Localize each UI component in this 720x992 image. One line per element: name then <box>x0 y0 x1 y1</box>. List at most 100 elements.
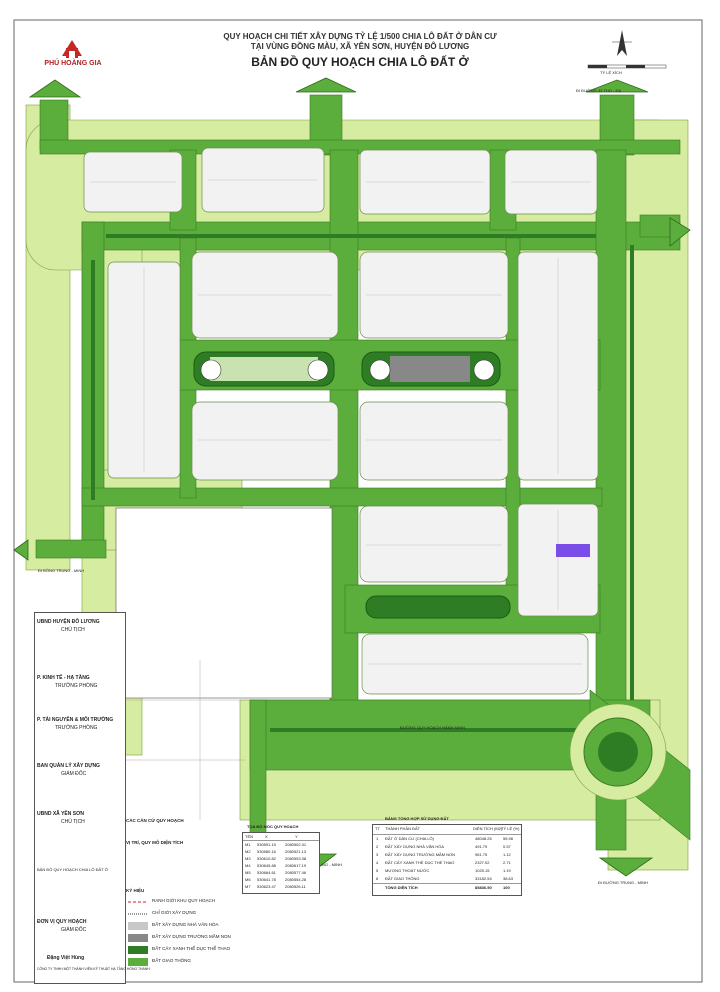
signature-org: BAN QUẢN LÝ XÂY DỰNG <box>37 763 100 769</box>
table-cell: 1025.15 <box>475 868 490 873</box>
table-cell: ĐẤT CÂY XANH THỂ DỤC THỂ THAO <box>385 860 455 865</box>
legend-item: RANH GIỚI KHU QUY HOẠCH <box>152 898 216 903</box>
table-cell: 1.19 <box>503 868 511 873</box>
roundabout <box>569 703 667 801</box>
signature-role: GIÁM ĐỐC <box>61 927 87 933</box>
table-total-percent: 100 <box>503 885 510 890</box>
table-cell: 2080502.31 <box>285 842 307 847</box>
table-cell: 55.98 <box>503 836 514 841</box>
green-parks <box>193 351 511 619</box>
page-border <box>13 19 703 983</box>
table-cell: MƯƠNG THOÁT NƯỚC <box>385 868 430 873</box>
table-cell: 2 <box>376 844 379 849</box>
table-header-cell: THÀNH PHẦN ĐẤT <box>385 826 421 831</box>
map-title: BẢN ĐỒ QUY HOẠCH CHIA LÔ ĐẤT Ở <box>251 55 469 69</box>
signature-org: P. KINH TẾ - HẠ TẦNG <box>37 675 90 681</box>
table-cell: 1.12 <box>503 852 511 857</box>
school-lot <box>115 507 333 699</box>
scale-bar <box>587 64 667 69</box>
signature-org: UBND HUYỆN ĐÔ LƯƠNG <box>37 619 100 625</box>
table-cell: M6 <box>245 877 251 882</box>
table-cell: 2080521.13 <box>285 849 307 854</box>
legend-item: ĐẤT XÂY DỰNG NHÀ VĂN HÓA <box>152 922 219 927</box>
signature-role: GIÁM ĐỐC <box>61 771 87 777</box>
table-cell: M3 <box>245 856 251 861</box>
table-cell: M2 <box>245 849 251 854</box>
table-cell: ĐẤT XÂY DỰNG TRƯỜNG MẦM NON <box>385 852 456 857</box>
title-line-1: QUY HOẠCH CHI TIẾT XÂY DỰNG TỶ LỆ 1/500 … <box>223 32 497 41</box>
table-cell: M1 <box>245 842 251 847</box>
table-cell: ĐẤT XÂY DỰNG NHÀ VĂN HÓA <box>385 844 445 849</box>
table-cell: 530623.47 <box>257 884 276 889</box>
table-cell: 1 <box>376 836 379 841</box>
table-cell: 2080526.11 <box>285 884 306 889</box>
table-header-cell: X <box>265 834 268 839</box>
coordinate-table-title: TỌA ĐỘ MỐC QUY HOẠCH <box>247 824 299 829</box>
signature-org: UBND XÃ YÊN SƠN <box>37 811 84 817</box>
table-cell: 4 <box>376 860 379 865</box>
coordinate-table: TỌA ĐỘ MỐC QUY HOẠCH TÊN X Y M1 530591.1… <box>242 824 320 894</box>
table-cell: ĐẤT GIAO THÔNG <box>385 876 420 881</box>
drawing-name: BẢN ĐỒ QUY HOẠCH CHIA LÔ ĐẤT Ở <box>37 867 109 872</box>
basis-title: CÁC CĂN CỨ QUY HOẠCH <box>126 818 184 823</box>
table-cell: 530641.78 <box>257 877 276 882</box>
table-cell: 38.63 <box>503 876 514 881</box>
road-label: ĐI ĐỒNG TRUNG - MINH <box>38 568 85 573</box>
table-cell: M5 <box>245 870 251 875</box>
map-legend: CÁC CĂN CỨ QUY HOẠCH VỊ TRÍ, QUY MÔ DIỆN… <box>126 816 241 982</box>
table-cell: 5 <box>376 868 379 873</box>
signature-role: CHỦ TỊCH <box>61 819 85 825</box>
table-cell: 530645.88 <box>257 863 276 868</box>
road-arrows <box>13 77 691 877</box>
road-medians <box>91 234 634 732</box>
table-cell: 2327.02 <box>475 860 490 865</box>
table-cell: 33182.54 <box>475 876 492 881</box>
table-cell: 2080554.28 <box>285 877 307 882</box>
table-cell: 48048.25 <box>475 836 492 841</box>
table-header-cell: TỶ LỆ (%) <box>501 826 520 831</box>
table-cell: 491.79 <box>475 844 488 849</box>
table-cell: 2080577.46 <box>285 870 307 875</box>
table-total-area: 85836.50 <box>475 885 492 890</box>
signature-org: P. TÀI NGUYÊN & MÔI TRƯỜNG <box>37 717 114 723</box>
road-label: ĐI ĐƯỜNG 33 THỌ - ĐẠ <box>576 88 621 93</box>
legend-item: ĐẤT XÂY DỰNG TRƯỜNG MẦM NON <box>152 934 231 939</box>
table-cell: 2.71 <box>503 860 511 865</box>
legend-item: ĐẤT GIAO THÔNG <box>152 958 191 963</box>
signature-role: TRƯỞNG PHÒNG <box>55 683 98 689</box>
highlighted-lot <box>556 544 590 557</box>
table-cell: 6 <box>376 876 379 881</box>
signature-role: TRƯỞNG PHÒNG <box>55 725 98 731</box>
road-label: ĐI ĐƯỜNG TRUNG - MINH <box>598 880 648 885</box>
table-cell: 0.57 <box>503 844 511 849</box>
table-cell: 530610.82 <box>257 856 276 861</box>
table-header-cell: TT <box>375 826 380 831</box>
table-cell: 530591.19 <box>257 842 276 847</box>
signer-name: Đặng Việt Hùng <box>47 955 85 961</box>
table-cell: ĐẤT Ở DÂN CƯ (CHIA LÔ) <box>385 836 434 841</box>
land-use-table-title: BẢNG TỔNG HỢP SỬ DỤNG ĐẤT <box>385 816 449 821</box>
company-name: CÔNG TY TNHH MỘT THÀNH VIÊN KỸ THUẬT HẠ … <box>37 967 150 971</box>
company-logo-text: PHÚ HOÀNG GIA <box>44 60 102 67</box>
road-label: ĐƯỜNG QUY HOẠCH HÀNH MINH <box>400 725 465 730</box>
title-line-2: TẠI VÙNG ĐỒNG MÀU, XÃ YÊN SƠN, HUYỆN ĐÔ … <box>250 42 470 51</box>
table-cell: 530664.61 <box>257 870 276 875</box>
legend-swatches <box>128 901 148 966</box>
table-cell: 530580.16 <box>257 849 276 854</box>
existing-roads <box>120 660 245 820</box>
legend-title: KÝ HIỆU <box>126 888 145 893</box>
approval-signature-panel: UBND HUYỆN ĐÔ LƯƠNG CHỦ TỊCH P. KINH TẾ … <box>34 612 150 984</box>
table-cell: 2080593.38 <box>285 856 307 861</box>
north-arrow-icon <box>612 30 632 56</box>
scale-label: TỶ LỆ XÍCH <box>600 70 622 75</box>
signature-org: ĐƠN VỊ QUY HOẠCH <box>37 919 87 925</box>
table-cell: M7 <box>245 884 251 889</box>
location-title: VỊ TRÍ, QUY MÔ DIỆN TÍCH <box>126 840 184 845</box>
table-cell: 2080617.19 <box>285 863 307 868</box>
table-header-cell: Y <box>295 834 298 839</box>
table-total-label: TỔNG DIỆN TÍCH <box>385 885 418 890</box>
legend-item: CHỈ GIỚI XÂY DỰNG <box>152 910 197 915</box>
table-header-cell: DIỆN TÍCH (M2) <box>473 826 503 831</box>
lot-subdivisions <box>90 179 591 665</box>
